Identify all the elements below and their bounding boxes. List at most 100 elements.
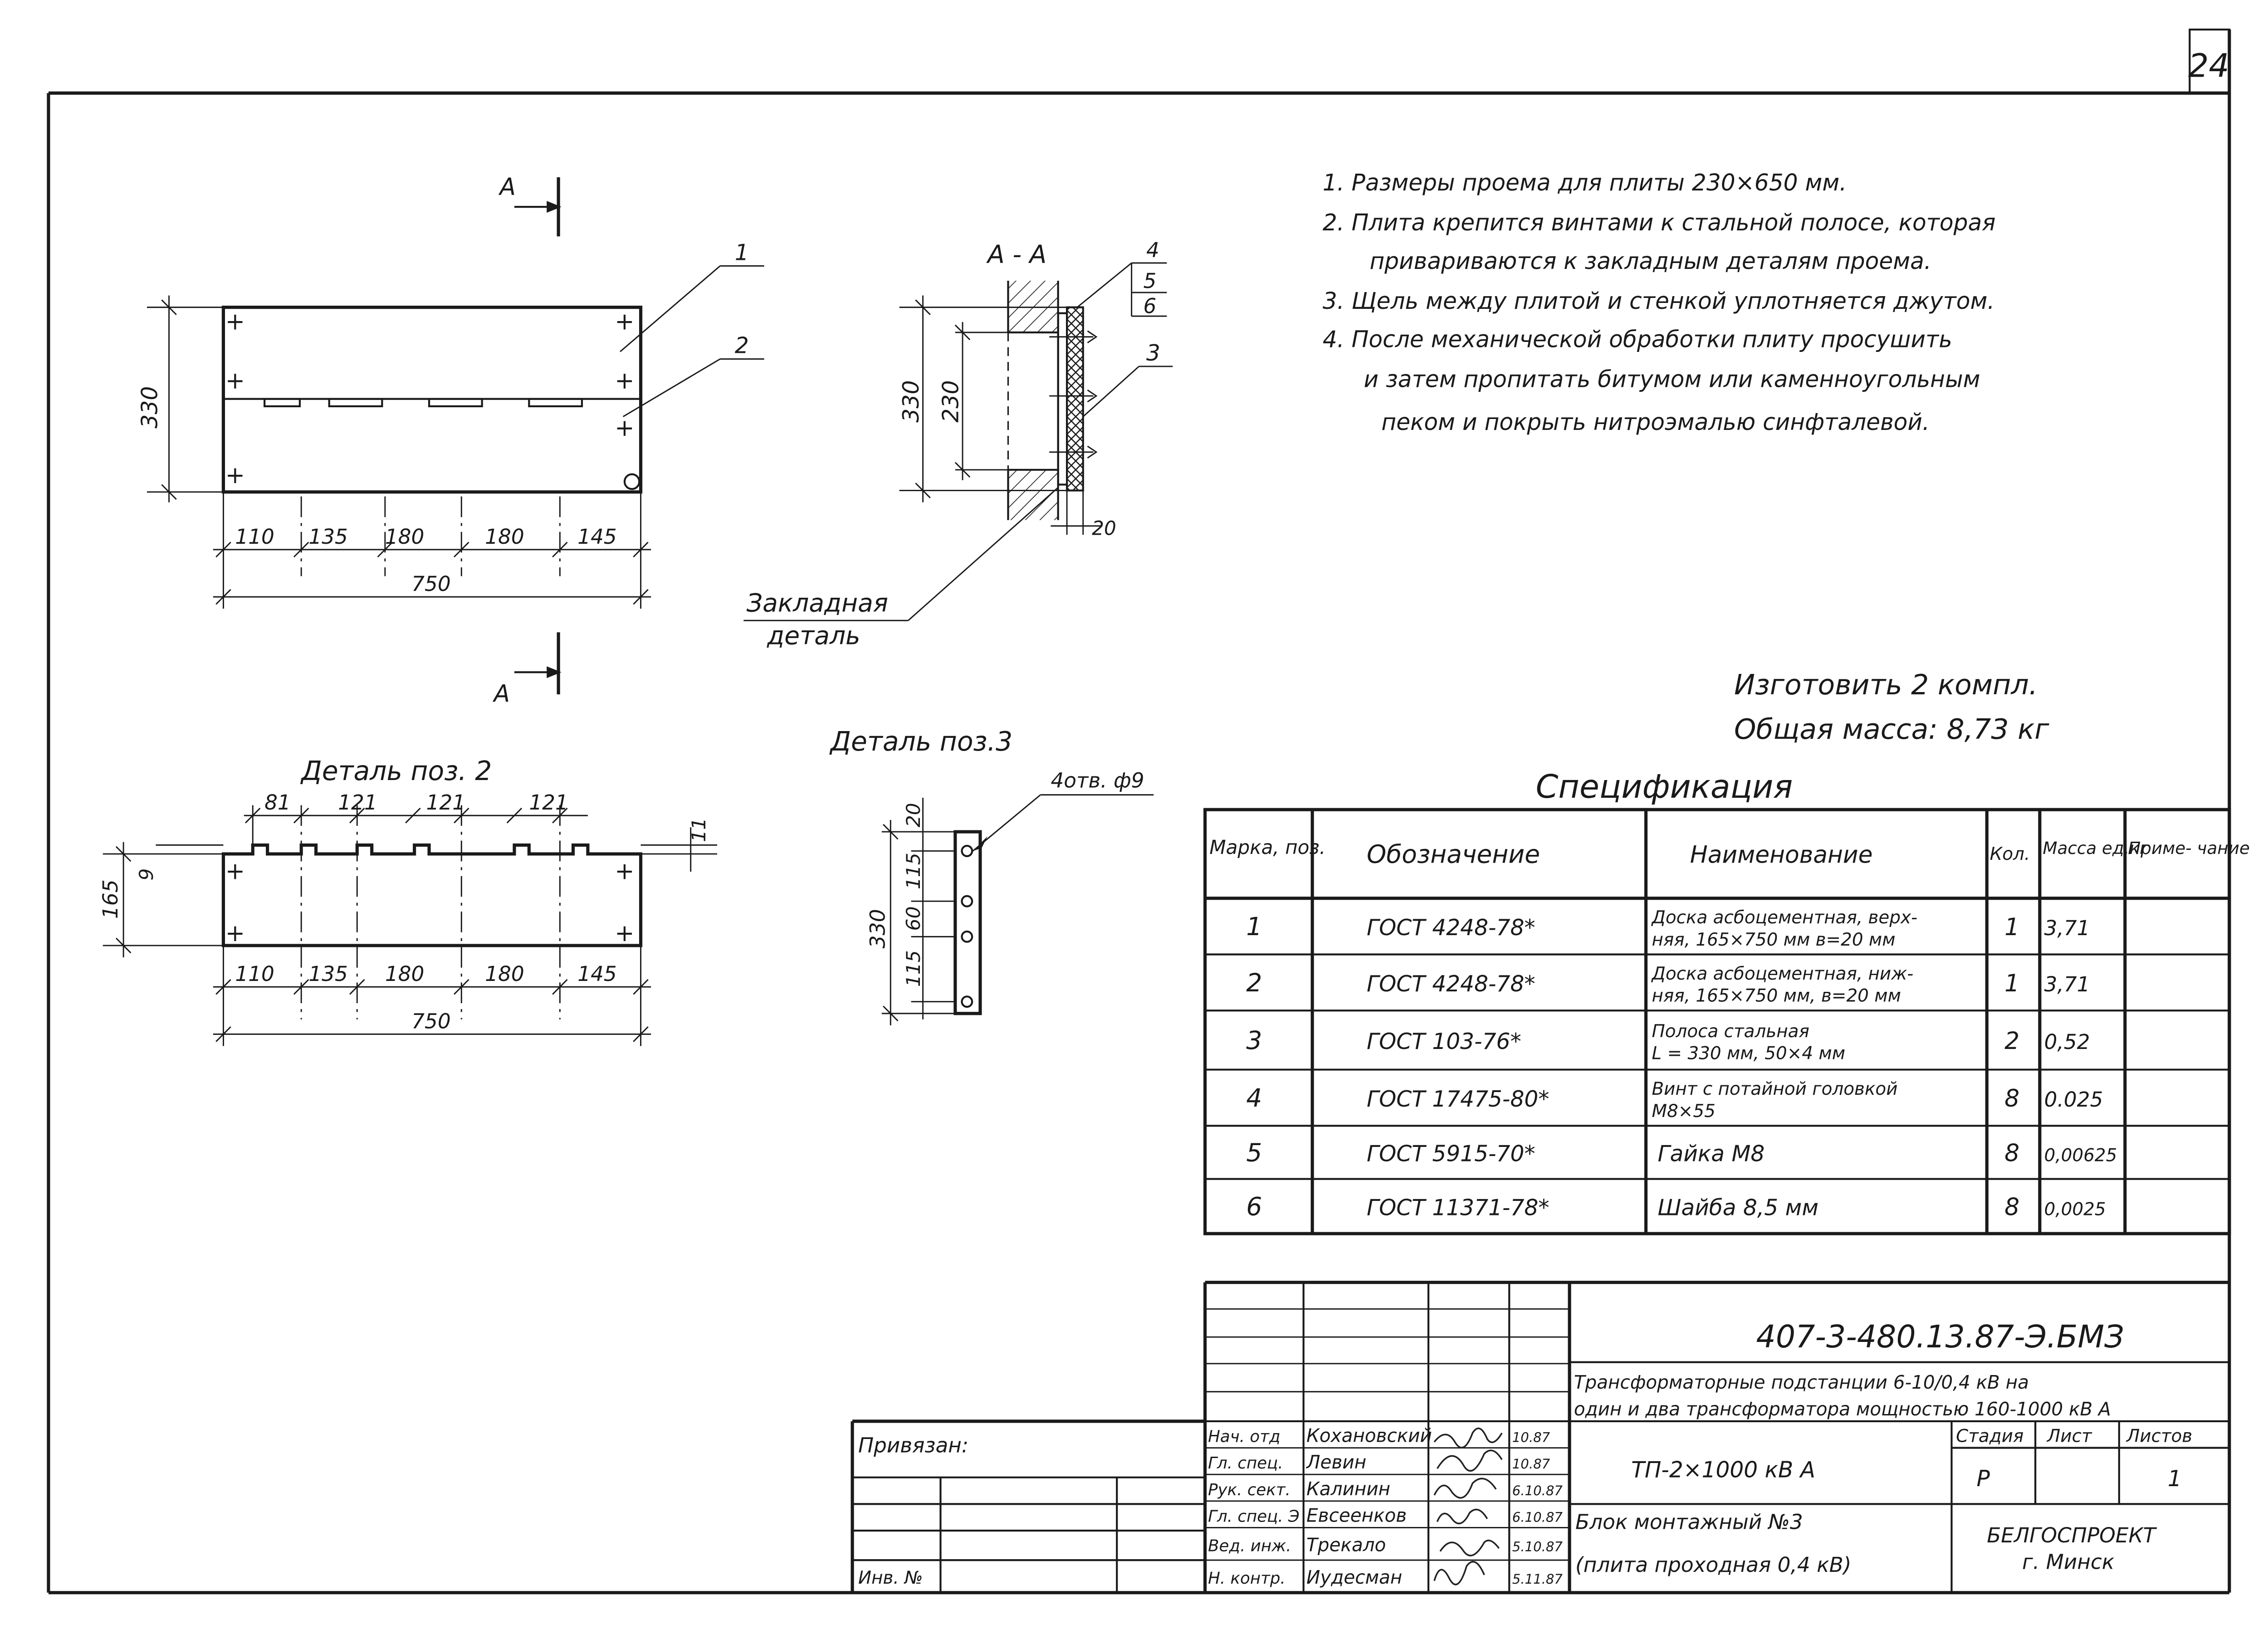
section-callout-3: 3 — [1146, 341, 1160, 366]
detail3-holes-label: 4отв. ф9 — [1051, 768, 1144, 792]
spec-pos: 1 — [1246, 912, 1262, 941]
spec-name-line1: Полоса стальная — [1652, 1021, 1809, 1042]
section-dim-230: 230 — [938, 380, 963, 422]
stage-label: Стадия — [1956, 1426, 2024, 1446]
sheets-value: 1 — [2168, 1466, 2182, 1492]
spec-name: Гайка М8 — [1657, 1141, 1765, 1166]
project-desc-1: Трансформаторные подстанции 6-10/0,4 кВ … — [1574, 1371, 2029, 1393]
plan-height-dim: 330 — [137, 386, 163, 428]
detail-pos-2: Деталь поз. 2 81 121 121 121 165 9 11 — [98, 756, 718, 1046]
detail2-notch-dim: 9 — [135, 868, 157, 881]
spec-pos: 2 — [1246, 969, 1262, 998]
approval-name: Кохановский — [1306, 1424, 1432, 1446]
plan-dim-4: 180 — [485, 525, 524, 549]
spec-mass: 0,0025 — [2044, 1199, 2106, 1219]
spec-name-line2: няя, 165×750 мм, в=20 мм — [1652, 986, 1901, 1006]
detail2-height-dim: 165 — [98, 879, 122, 919]
spec-mass: 3,71 — [2044, 916, 2090, 940]
organization-name: БЕЛГОСПРОЕКТ — [1987, 1523, 2157, 1547]
spec-mass: 0,52 — [2044, 1030, 2090, 1054]
section-dim-330: 330 — [899, 380, 924, 422]
detail3-dim-115a: 115 — [902, 853, 924, 889]
sheet-number: 24 — [2188, 47, 2229, 84]
object-name: ТП-2×1000 кВ А — [1631, 1458, 1815, 1483]
project-desc-2: один и два трансформатора мощностью 160-… — [1574, 1398, 2111, 1420]
plan-total-dim: 750 — [411, 572, 451, 596]
section-mark-bottom: А — [493, 680, 510, 707]
spec-name-line1: Винт с потайной головкой — [1652, 1079, 1898, 1099]
detail2-right-dim: 11 — [688, 818, 710, 842]
spec-name-line2: М8×55 — [1652, 1101, 1716, 1122]
approval-name: Калинин — [1306, 1478, 1390, 1500]
total-mass: Общая масса: 8,73 кг — [1734, 713, 2049, 746]
spec-designation: ГОСТ 4248-78* — [1367, 915, 1535, 941]
spec-qty: 8 — [2004, 1194, 2019, 1221]
spec-name-line1: Доска асбоцементная, верх- — [1651, 907, 1918, 928]
detail3-dim-20: 20 — [902, 803, 924, 827]
spec-pos: 3 — [1246, 1026, 1262, 1055]
approval-date: 10.87 — [1512, 1456, 1550, 1472]
spec-designation: ГОСТ 103-76* — [1367, 1029, 1521, 1054]
detail3-title: Деталь поз.3 — [829, 726, 1012, 757]
embedded-label-line2: деталь — [767, 621, 860, 650]
note-4-cont1: и затем пропитать битумом или каменноуго… — [1364, 366, 1980, 392]
approval-date: 5.10.87 — [1512, 1539, 1563, 1554]
spec-designation: ГОСТ 4248-78* — [1367, 971, 1535, 997]
spec-qty: 1 — [2004, 914, 2019, 941]
detail2-title: Деталь поз. 2 — [300, 756, 492, 786]
spec-qty: 2 — [2004, 1028, 2019, 1055]
spec-name-line2: няя, 165×750 мм в=20 мм — [1652, 930, 1896, 950]
signatures — [1433, 1427, 1503, 1585]
title-block-grid — [850, 1281, 2229, 1593]
section-title: А - А — [986, 240, 1046, 269]
note-4-cont2: пеком и покрыть нитроэмалью синфталевой. — [1381, 409, 1930, 435]
approval-role: Нач. отд — [1208, 1427, 1280, 1446]
detail3-dim-115b: 115 — [902, 950, 924, 987]
note-3: 3. Щель между плитой и стенкой уплотняет… — [1323, 288, 1994, 314]
approval-date: 10.87 — [1512, 1429, 1550, 1445]
plan-dim-1: 110 — [235, 525, 274, 549]
approval-row: Нач. отд Кохановский 10.87 — [1208, 1424, 1550, 1446]
note-1: 1. Размеры проема для плиты 230×650 мм. — [1323, 169, 1847, 196]
spec-name-line2: L = 330 мм, 50×4 мм — [1652, 1044, 1846, 1064]
approval-name: Иудесман — [1306, 1566, 1402, 1588]
note-4: 4. После механической обработки плиту пр… — [1323, 326, 1952, 352]
approval-role: Н. контр. — [1208, 1569, 1286, 1588]
detail2-top-dim-3: 121 — [426, 790, 466, 815]
embedded-label-line1: Закладная — [747, 589, 888, 618]
spec-header-pos: Марка, поз. — [1209, 836, 1325, 858]
spec-header-name: Наименование — [1690, 841, 1873, 868]
spec-header-designation: Обозначение — [1367, 840, 1540, 869]
spec-designation: ГОСТ 5915-70* — [1367, 1141, 1535, 1166]
spec-name: Шайба 8,5 мм — [1657, 1195, 1818, 1220]
spec-qty: 8 — [2004, 1140, 2019, 1167]
detail3-total-dim: 330 — [865, 909, 890, 948]
bound-label: Привязан: — [858, 1433, 968, 1457]
spec-pos: 6 — [1246, 1192, 1262, 1221]
section-callout-5: 5 — [1144, 269, 1157, 293]
spec-designation: ГОСТ 17475-80* — [1367, 1087, 1549, 1112]
approval-name: Евсеенков — [1306, 1504, 1407, 1526]
inventory-label: Инв. № — [858, 1568, 923, 1588]
spec-qty: 1 — [2004, 970, 2019, 997]
section-callout-4: 4 — [1146, 238, 1159, 262]
sheet-title-1: Блок монтажный №3 — [1575, 1510, 1803, 1534]
spec-header-note: Приме- чание — [2128, 838, 2250, 858]
stage-value: Р — [1977, 1466, 1990, 1492]
plan-callout-2: 2 — [735, 333, 749, 358]
detail3-dim-60: 60 — [902, 906, 924, 931]
sheet-label: Лист — [2046, 1426, 2092, 1446]
section-a-a: А - А 330 230 20 4 — [743, 238, 1173, 650]
spec-header: Марка, поз. Обозначение Наименование Кол… — [1209, 836, 2249, 869]
